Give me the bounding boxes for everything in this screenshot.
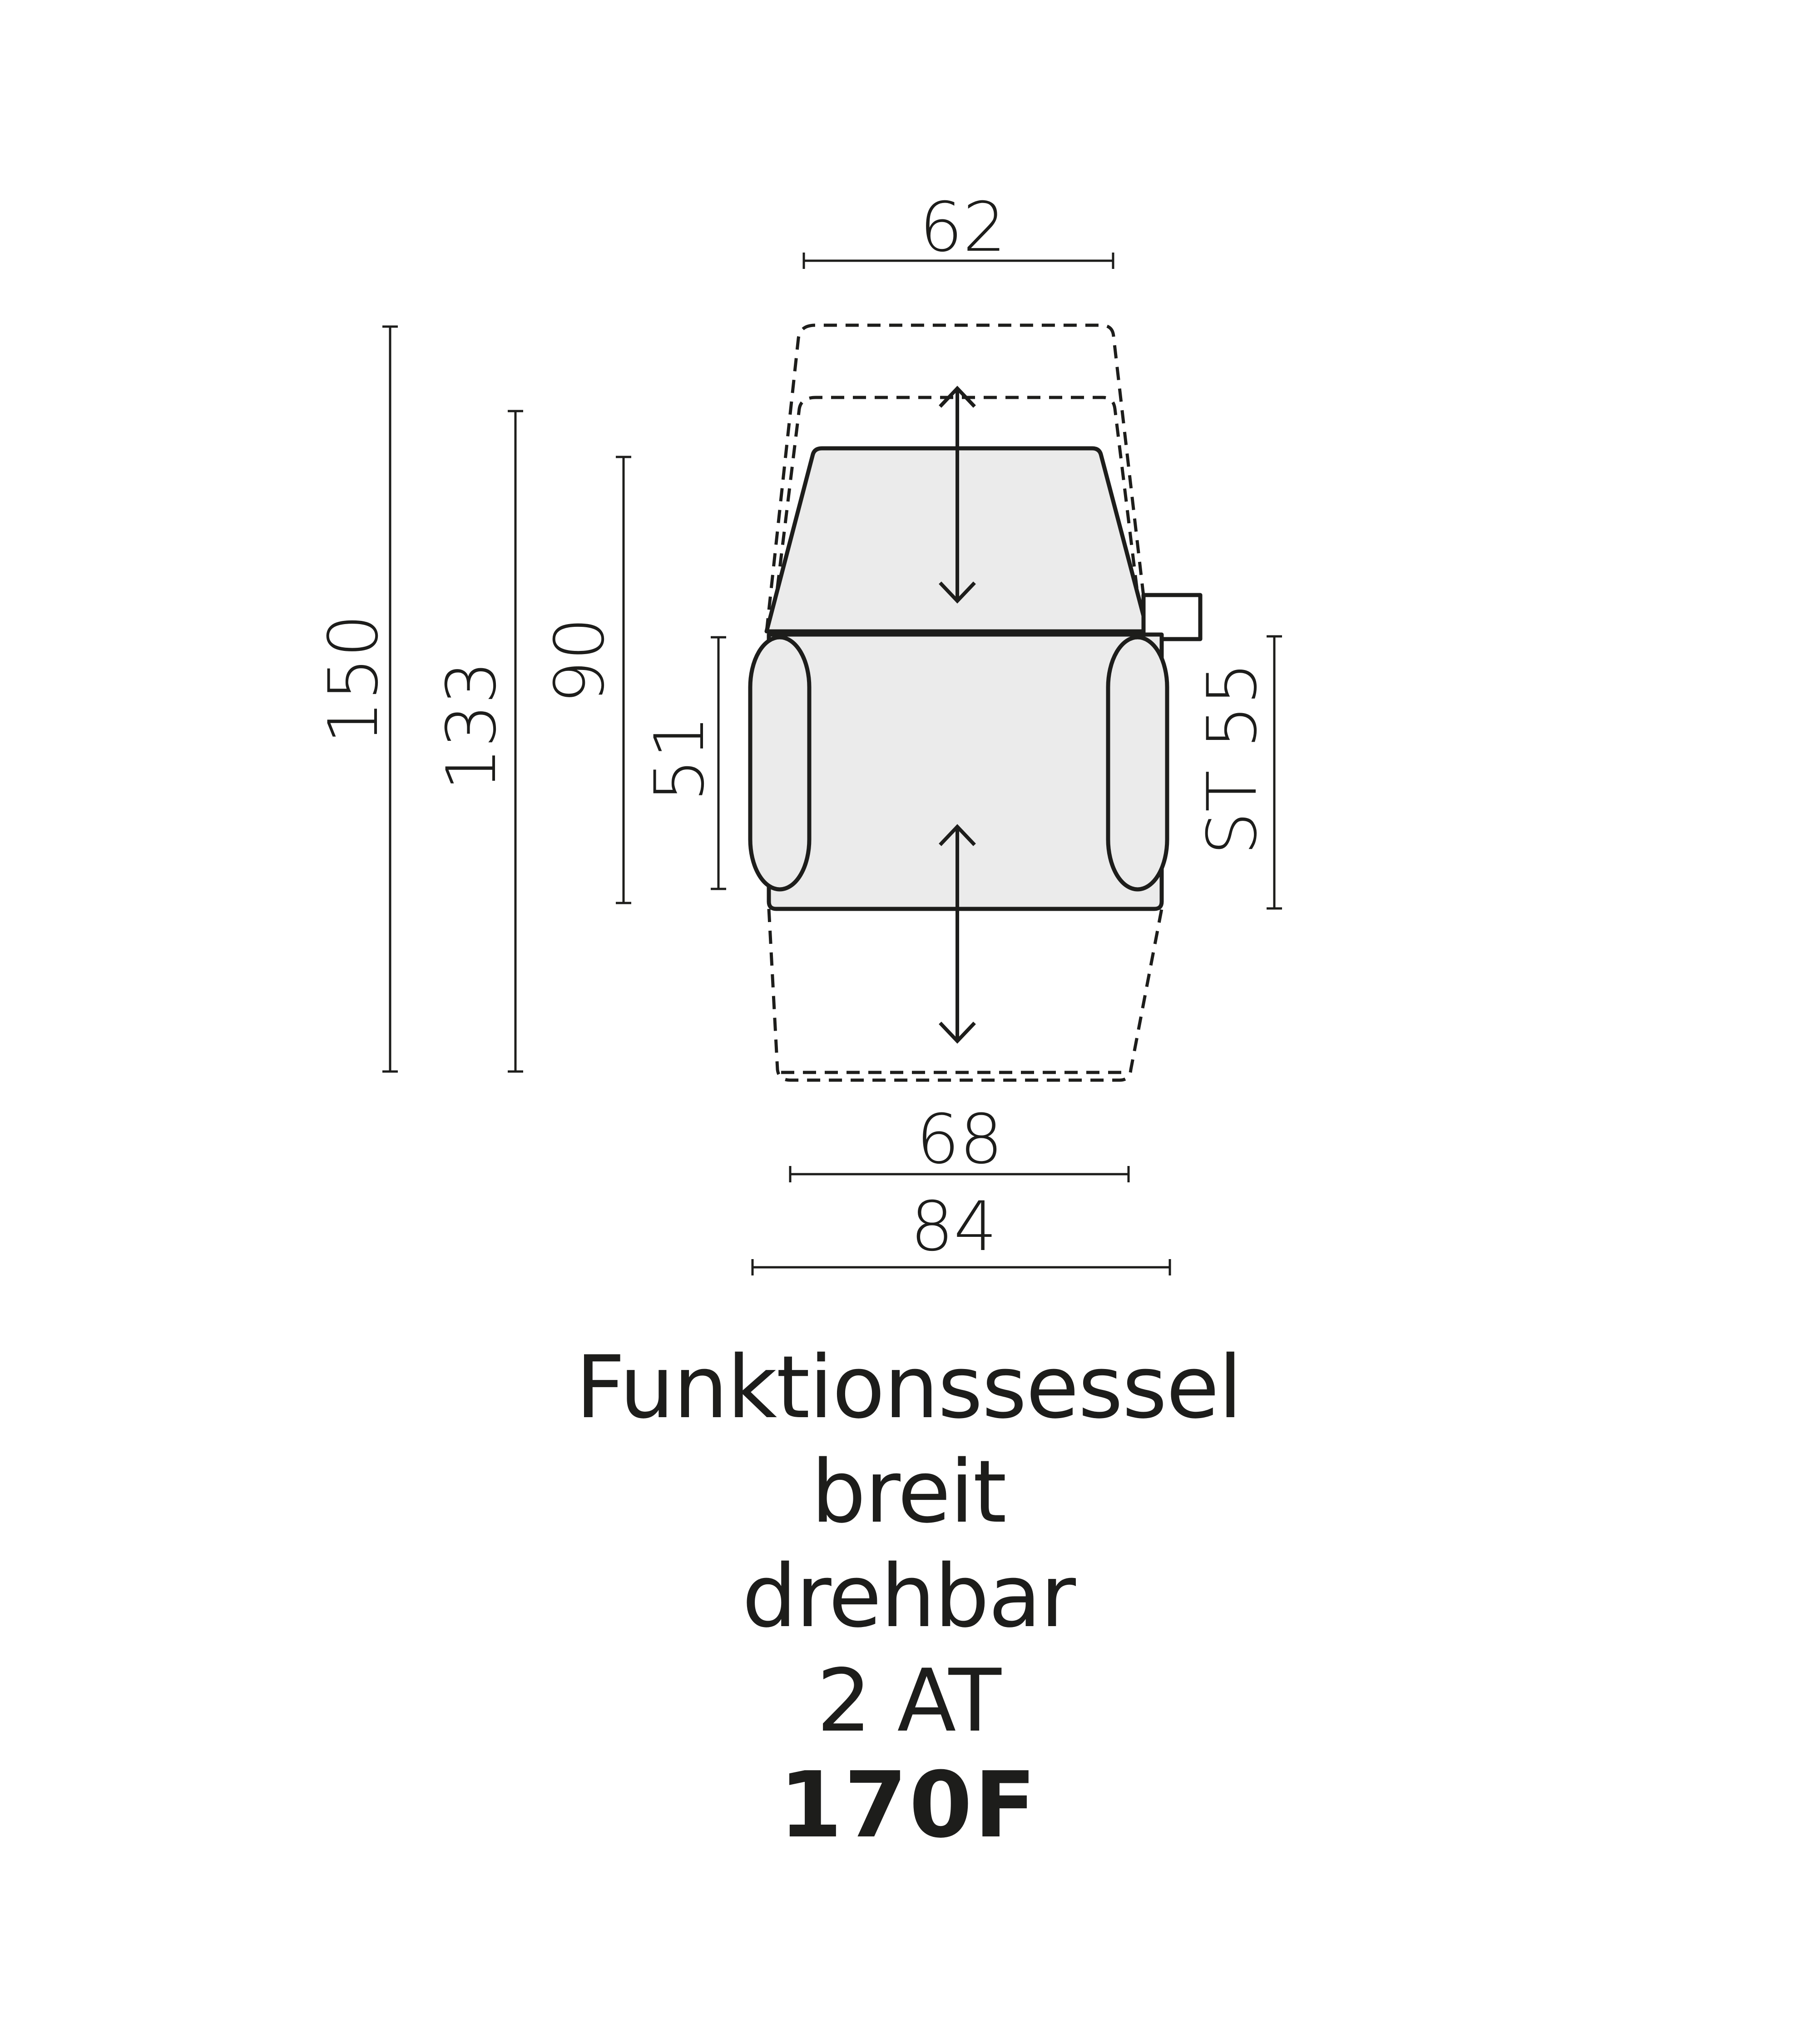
dimension-label-133: 133 xyxy=(432,661,511,791)
footrest-extended-outline xyxy=(767,908,1163,1082)
dimension-label-90: 90 xyxy=(540,617,619,704)
footrest-extend-arrow-icon xyxy=(939,824,976,1044)
caption-variant-motors: 2 AT xyxy=(817,1651,1001,1751)
dimension-depth-90: 90 xyxy=(540,456,631,904)
caption-variant-swivel: drehbar xyxy=(742,1546,1076,1647)
dimension-label-68: 68 xyxy=(916,1100,1003,1179)
armrest-left xyxy=(748,635,812,892)
caption-model-code: 170F xyxy=(779,1752,1038,1858)
dimension-total-width: 84 xyxy=(751,1187,1171,1275)
caption-variant-width: breit xyxy=(811,1442,1007,1542)
control-box xyxy=(1141,593,1203,641)
dimension-armrest-51: 51 xyxy=(640,636,726,890)
dimension-seat-width: 68 xyxy=(789,1100,1130,1182)
dimension-label-62: 62 xyxy=(920,188,1006,267)
seat-shape xyxy=(767,632,1164,911)
dimension-seat-height-st55: ST 55 xyxy=(1193,635,1282,910)
caption-product-type: Funktionssessel xyxy=(575,1337,1242,1438)
dimension-label-st55: ST 55 xyxy=(1193,662,1272,855)
dimension-label-51: 51 xyxy=(640,715,719,802)
dimension-label-150: 150 xyxy=(314,614,393,744)
dimension-height-150: 150 xyxy=(314,325,398,1073)
backrest-mid-outline xyxy=(770,396,1144,632)
backrest-extended-outline xyxy=(765,323,1149,632)
dimension-height-133: 133 xyxy=(432,410,523,1073)
backrest-extend-arrow-icon xyxy=(939,386,976,604)
dimension-top-width: 62 xyxy=(802,188,1114,269)
dimension-label-84: 84 xyxy=(911,1187,997,1266)
armrest-right xyxy=(1106,635,1169,892)
product-caption: Funktionssessel breit drehbar 2 AT 170F xyxy=(0,1335,1817,1858)
